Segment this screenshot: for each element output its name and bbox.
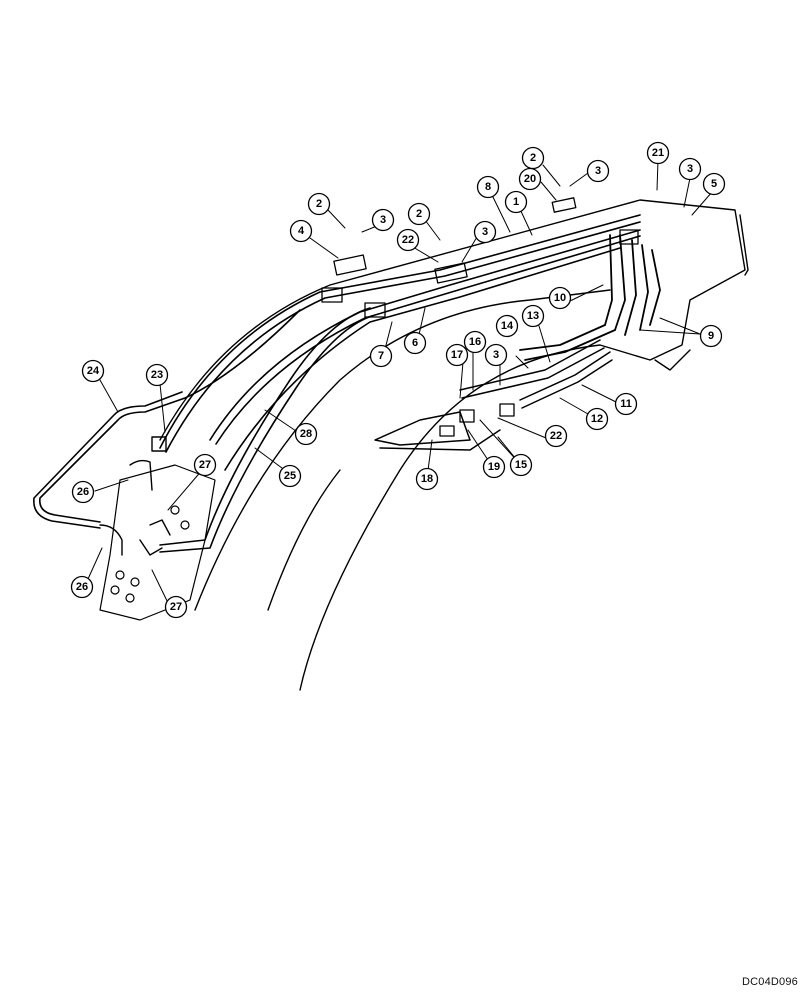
callout-2: 2 <box>307 192 331 216</box>
callout-1: 1 <box>504 190 528 214</box>
svg-text:7: 7 <box>378 350 384 362</box>
svg-text:10: 10 <box>554 292 566 304</box>
svg-text:26: 26 <box>77 486 89 498</box>
callout-5: 5 <box>702 172 726 196</box>
svg-text:5: 5 <box>711 178 717 190</box>
callout-26: 26 <box>70 575 94 599</box>
svg-text:20: 20 <box>524 173 536 185</box>
svg-text:27: 27 <box>170 601 182 613</box>
callout-22: 22 <box>544 424 568 448</box>
svg-text:8: 8 <box>485 181 491 193</box>
callout-11: 11 <box>614 392 638 416</box>
svg-text:13: 13 <box>527 310 539 322</box>
callout-15: 15 <box>509 453 533 477</box>
svg-text:27: 27 <box>199 459 211 471</box>
callout-24: 24 <box>81 359 105 383</box>
svg-text:9: 9 <box>708 330 714 342</box>
callout-10: 10 <box>548 286 572 310</box>
callout-28: 28 <box>294 422 318 446</box>
callout-20: 20 <box>518 167 542 191</box>
callout-2: 2 <box>407 202 431 226</box>
callout-2: 2 <box>521 146 545 170</box>
svg-text:18: 18 <box>421 473 433 485</box>
callout-3: 3 <box>371 208 395 232</box>
callout-18: 18 <box>415 467 439 491</box>
callout-27: 27 <box>164 595 188 619</box>
svg-text:15: 15 <box>515 459 527 471</box>
callout-3: 3 <box>678 157 702 181</box>
svg-text:11: 11 <box>620 398 632 410</box>
callout-7: 7 <box>369 344 393 368</box>
boom-tubes <box>159 214 641 553</box>
callout-6: 6 <box>403 331 427 355</box>
callout-13: 13 <box>521 304 545 328</box>
loop-tube-24 <box>33 309 301 529</box>
callouts: 2 3 20 8 1 21 3 5 2 3 4 2 22 3 10 9 7 6 … <box>70 141 726 619</box>
svg-text:2: 2 <box>530 152 536 164</box>
svg-text:16: 16 <box>469 336 481 348</box>
lower-tubes <box>374 339 613 451</box>
svg-text:26: 26 <box>76 581 88 593</box>
callout-26: 26 <box>71 480 95 504</box>
svg-text:2: 2 <box>316 198 322 210</box>
svg-text:22: 22 <box>550 430 562 442</box>
callout-3: 3 <box>473 220 497 244</box>
svg-text:25: 25 <box>284 470 296 482</box>
svg-text:6: 6 <box>412 337 418 349</box>
callout-14: 14 <box>495 314 519 338</box>
callout-23: 23 <box>145 363 169 387</box>
svg-text:3: 3 <box>380 214 386 226</box>
svg-text:3: 3 <box>595 165 601 177</box>
clamps <box>321 197 639 437</box>
callout-16: 16 <box>463 330 487 354</box>
svg-text:21: 21 <box>652 147 664 159</box>
callout-25: 25 <box>278 464 302 488</box>
svg-text:17: 17 <box>451 349 463 361</box>
svg-text:19: 19 <box>488 461 500 473</box>
callout-3: 3 <box>484 343 508 367</box>
callout-19: 19 <box>482 455 506 479</box>
svg-text:12: 12 <box>591 413 603 425</box>
svg-text:3: 3 <box>482 226 488 238</box>
svg-text:23: 23 <box>151 369 163 381</box>
svg-text:2: 2 <box>416 208 422 220</box>
callout-27: 27 <box>193 453 217 477</box>
boom-outline <box>159 199 749 691</box>
callout-3: 3 <box>586 159 610 183</box>
svg-text:3: 3 <box>493 349 499 361</box>
callout-22: 22 <box>396 228 420 252</box>
head-hoses <box>519 234 661 361</box>
elbow-fittings <box>99 436 171 556</box>
callout-9: 9 <box>699 324 723 348</box>
svg-text:28: 28 <box>300 428 312 440</box>
svg-text:14: 14 <box>501 320 514 332</box>
drawing-code: DC04D096 <box>741 976 798 988</box>
leader-lines <box>87 159 713 608</box>
svg-text:1: 1 <box>513 196 519 208</box>
mounting-plate <box>99 464 216 621</box>
callout-8: 8 <box>476 175 500 199</box>
callout-21: 21 <box>646 141 670 165</box>
callout-12: 12 <box>585 407 609 431</box>
svg-text:4: 4 <box>298 225 305 237</box>
callout-17: 17 <box>445 343 469 367</box>
callout-4: 4 <box>289 219 313 243</box>
svg-text:24: 24 <box>87 365 100 377</box>
svg-text:22: 22 <box>402 234 414 246</box>
svg-text:3: 3 <box>687 163 693 175</box>
